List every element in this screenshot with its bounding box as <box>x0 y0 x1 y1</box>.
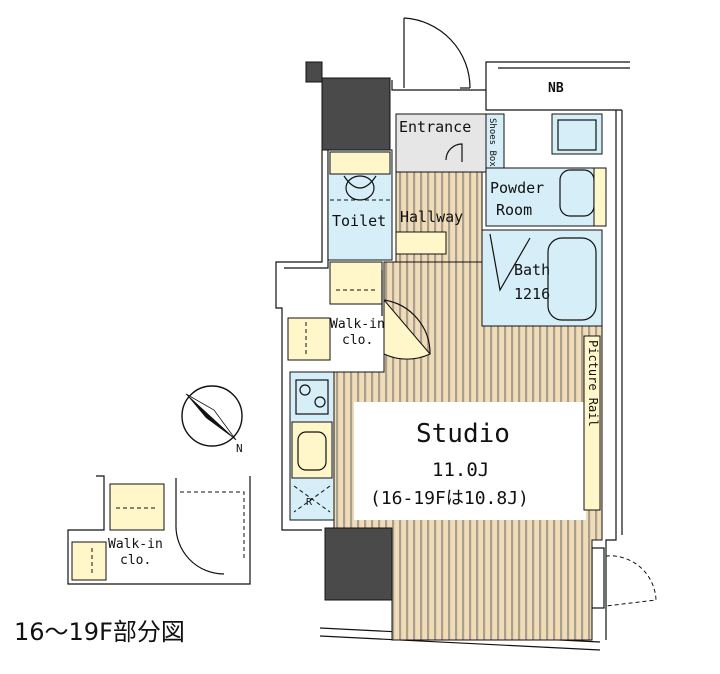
inset-walk-in-label-1: Walk-in <box>108 537 163 552</box>
inset-walk-in-label-2: clo. <box>120 553 151 568</box>
walk-in-closet <box>329 261 383 305</box>
powder-room-label-2: Room <box>496 201 532 219</box>
compass-n-label: N <box>236 442 243 455</box>
toilet-label: Toilet <box>332 212 386 230</box>
area-note-label: (16-19Fは10.8J) <box>370 488 529 509</box>
inset-caption: 16～19F部分図 <box>14 618 185 646</box>
walk-in-label-2: clo. <box>342 333 373 348</box>
area-label: 11.0J <box>432 459 489 481</box>
bath-label-1: Bath <box>514 261 550 279</box>
outer-walls <box>275 61 630 651</box>
hallway-label: Hallway <box>400 208 463 226</box>
powder-room-label-1: Powder <box>490 179 544 197</box>
nb-label: NB <box>548 81 564 96</box>
studio-label: Studio <box>416 419 510 449</box>
bath-room <box>481 229 603 327</box>
walk-in-label-1: Walk-in <box>330 317 385 332</box>
r-mark-label: R <box>306 497 313 508</box>
entrance-label: Entrance <box>399 118 471 136</box>
labels: NB Entrance Powder Room Toilet Hallway B… <box>14 81 600 646</box>
bath-label-2: 1216 <box>514 285 550 303</box>
shoes-box-label: Shoes Box <box>487 118 497 167</box>
inset-plan <box>67 475 251 585</box>
entrance-door <box>403 17 471 89</box>
picture-rail <box>583 335 601 511</box>
compass <box>181 385 243 447</box>
picture-rail-label: Picture Rail <box>586 340 600 427</box>
